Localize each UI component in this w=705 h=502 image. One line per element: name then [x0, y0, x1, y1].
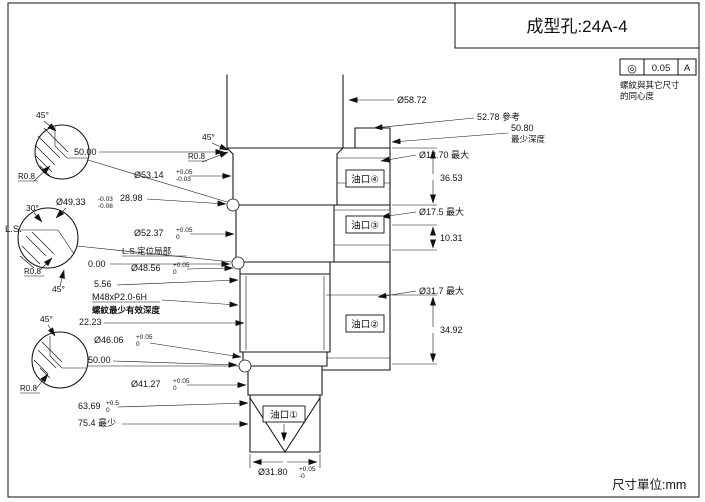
dim-dia5314-upper-tol: +0.05: [176, 169, 193, 176]
dim-30deg: 30°: [26, 203, 39, 213]
dim-r08-part: R0.8: [188, 152, 205, 161]
detail-b-connector: [76, 245, 233, 263]
dim-min-depth: 最少深度: [511, 134, 546, 144]
dim-dia4856-upper-tol: +0.05: [173, 262, 190, 269]
concentricity-icon: ◎: [627, 63, 637, 75]
detail-view-b: [17, 207, 233, 269]
dim-3653: 36.53: [440, 173, 463, 183]
dim-dia4127-lower-tol: 0: [173, 385, 177, 392]
dim-2223: 22.23: [79, 317, 102, 327]
dim-dia5237-upper-tol: +0.05: [176, 227, 193, 234]
dim-dia5237: Ø52.37: [134, 228, 164, 238]
dim-5000-top: 50.00: [74, 147, 97, 157]
gdt-note-line1: 螺紋與其它尺寸: [620, 80, 680, 90]
dim-dia58: Ø58.72: [397, 95, 427, 105]
dim-dia4933-upper-tol: -0.03: [98, 196, 113, 203]
dim-dia5237-lower-tol: 0: [176, 234, 180, 241]
port3-label: 油口③: [351, 220, 379, 232]
detail-circle-a: [34, 124, 90, 180]
thread-root-lines: [245, 276, 325, 350]
port-labels: 油口④ 油口③ 油口② 油口①: [262, 169, 385, 442]
detail-ls-label: L.S.: [5, 224, 22, 235]
note-thread-depth: 螺紋最少有效深度: [92, 305, 161, 315]
port2-label-box: [345, 314, 385, 333]
dim-r08-c: R0.8: [20, 384, 37, 393]
dim-dia4606-lower-tol: 0: [136, 341, 140, 348]
part-section-outline: [226, 74, 391, 453]
dim-dia3180-upper-tol: +0.05: [299, 466, 316, 473]
dim-45deg-part: 45°: [202, 132, 215, 142]
dim-754-min: 75.4 最少: [78, 418, 116, 428]
note-ls-local: L.S.定位局部: [122, 246, 172, 256]
dim-6369-upper-tol: +0.5: [106, 400, 119, 407]
dim-dia4933-lower-tol: -0.08: [98, 203, 113, 210]
dim-dia5314-lower-tol: -0.03: [176, 176, 191, 183]
dim-1031: 10.31: [440, 233, 463, 243]
dim-dia4127-upper-tol: +0.05: [173, 378, 190, 385]
dim-45deg-a: 45°: [36, 110, 49, 120]
detail-locator-a: [226, 198, 240, 212]
dim-5000-bottom: 50.00: [88, 355, 111, 365]
dim-2898: 28.98: [120, 193, 143, 203]
title-box: [454, 2, 700, 49]
dim-r08-b: R0.8: [24, 267, 41, 276]
dim-dia4856-lower-tol: 0: [173, 269, 177, 276]
port2-label: 油口②: [351, 319, 379, 331]
gdt-frame: ◎ 0.05 A 螺紋與其它尺寸 的同心度: [619, 58, 697, 101]
detail-circle-b: [17, 207, 79, 269]
port1-label-box: [262, 405, 306, 423]
port3-label-box: [345, 215, 385, 234]
sheet-border: [7, 2, 700, 498]
detail-circle-c: [31, 331, 89, 389]
dim-6369: 63.69: [78, 401, 101, 411]
dim-dia4606-upper-tol: +0.05: [136, 334, 153, 341]
dim-556: 5.56: [94, 279, 112, 289]
title-block: 成型孔:24A-4: [454, 2, 700, 49]
dimension-texts-left: 45° R0.8 45° R0.8 50.00 Ø53.14 +0.05 -0.…: [5, 110, 215, 428]
dim-dia4127: Ø41.27: [131, 379, 161, 389]
gdt-box: [619, 58, 697, 76]
detail-locator-b: [231, 256, 245, 270]
dim-000-datum: 0.00: [88, 259, 106, 269]
dimension-lines: [18, 97, 509, 468]
detail-locator-c: [238, 359, 252, 373]
dim-3492: 34.92: [440, 325, 463, 335]
port4-label: 油口④: [351, 174, 379, 186]
dim-6369-lower-tol: 0: [106, 407, 110, 414]
drawing-title: 成型孔:24A-4: [526, 17, 627, 36]
dim-ref5278: 52.78 參考: [477, 111, 520, 122]
dim-dia3180: Ø31.80: [258, 467, 288, 477]
dim-dia317: Ø31.7 最大: [419, 285, 464, 296]
detail-a-connector: [87, 159, 228, 203]
note-thread-spec: M48xP2.0-6H: [92, 292, 147, 302]
dim-dia175: Ø17.5 最大: [419, 206, 464, 217]
dim-45deg-c: 45°: [40, 314, 53, 324]
port1-label: 油口①: [270, 409, 298, 421]
dim-dia1270: Ø12.70 最大: [419, 149, 469, 160]
dim-dia4856: Ø48.56: [131, 263, 161, 273]
dimension-texts-right: Ø58.72 52.78 參考 50.80 最少深度 Ø12.70 最大 36.…: [258, 95, 546, 480]
units-label: 尺寸單位:mm: [612, 477, 686, 492]
detail-view-a: [34, 124, 228, 203]
dim-dia4933: Ø49.33: [56, 197, 86, 207]
dim-dia5314: Ø53.14: [134, 170, 164, 180]
dim-dia3180-lower-tol: -0: [299, 473, 305, 480]
port4-label-box: [345, 169, 385, 188]
gdt-datum: A: [684, 63, 691, 74]
dim-45deg-b: 45°: [52, 284, 65, 294]
dim-5080: 50.80: [511, 123, 534, 133]
detail-view-c: [31, 331, 239, 389]
dim-dia4606: Ø46.06: [94, 335, 124, 345]
gdt-tolerance-value: 0.05: [652, 63, 671, 74]
gdt-note-line2: 的同心度: [620, 91, 655, 101]
dim-r08-a: R0.8: [18, 172, 35, 181]
